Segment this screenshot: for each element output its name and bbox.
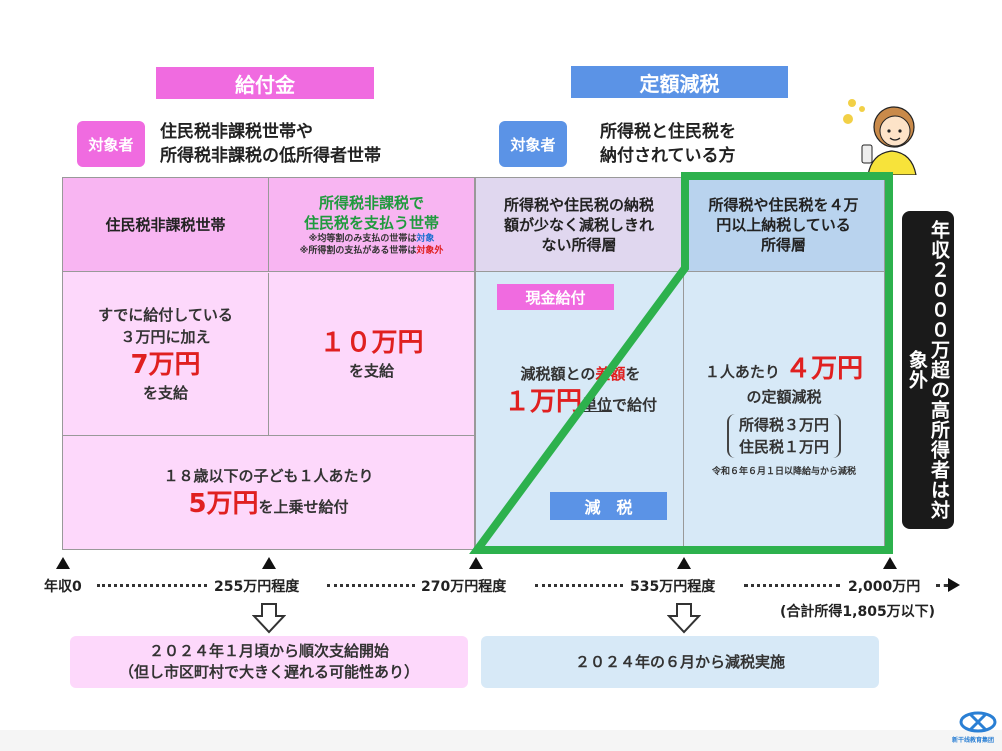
col2-note1-em: 対象 <box>416 233 435 244</box>
col3-header-line2: 額が少なく減税しきれ <box>503 215 654 234</box>
kyufukin-header-label: 給付金 <box>235 72 295 97</box>
axis-arrow-icon <box>948 578 960 592</box>
col2-header: 所得税非課税で 住民税を支払う世帯 ※均等割のみ支払の世帯は対象 ※所得割の支払… <box>269 178 474 272</box>
axis-label-2000: 2,000万円 <box>848 579 921 595</box>
logo-text: 新干线教育集团 <box>952 737 995 744</box>
axis-sub-2000: (合計所得1,805万以下) <box>780 604 936 620</box>
col3-body: 減税額との差額を １万円単位で給付 <box>478 356 683 426</box>
col4-detail2: 住民税１万円 <box>738 438 829 456</box>
child-bonus: １８歳以下の子ども１人あたり 5万円を上乗せ給付 <box>63 437 474 549</box>
col2-note1: ※均等割のみ支払の世帯は対象 <box>309 233 435 245</box>
col1-header: 住民税非課税世帯 <box>63 178 269 272</box>
col1-body-line3: を支給 <box>142 384 188 402</box>
col-divider <box>683 272 684 550</box>
col3-header: 所得税や住民税の納税 額が少なく減税しきれ ない所得層 <box>476 178 683 272</box>
teigaku-genzei-header: 定額減税 <box>571 66 788 98</box>
col4-body: １人あたり ４万円 の定額減税 所得税３万円 住民税１万円 令和６年６月１日以降… <box>684 352 884 492</box>
cash-benefit-label: 現金給付 <box>497 284 614 310</box>
left-target-badge: 対象者 <box>77 121 145 167</box>
child-amount: 5万円 <box>188 489 259 519</box>
col3-header-line3: ない所得層 <box>541 235 617 254</box>
tick-535 <box>677 557 691 569</box>
col1-body-line1: すでに給付している <box>98 306 233 324</box>
person-illustration <box>843 99 917 175</box>
down-arrow-left-icon <box>252 603 286 634</box>
col4-body-amount: ４万円 <box>785 354 864 384</box>
child-line1: １８歳以下の子ども１人あたり <box>163 467 374 485</box>
tick-270 <box>469 557 483 569</box>
genzei-schedule-box: ２０２４年の６月から減税実施 <box>481 636 879 688</box>
tick-255 <box>262 557 276 569</box>
col2-note2-em: 対象外 <box>416 245 444 256</box>
tick-0 <box>56 557 70 569</box>
cash-benefit-label-text: 現金給付 <box>525 288 586 307</box>
child-line2: 5万円を上乗せ給付 <box>188 487 348 521</box>
col4-body-line1: １人あたり ４万円 <box>705 352 863 386</box>
footer-band <box>0 730 1002 751</box>
kyufukin-schedule-line1: ２０２４年１月頃から順次支給開始 <box>148 642 389 660</box>
col3-body-amount: １万円 <box>503 387 582 417</box>
col3-body-line1-b: を <box>625 365 641 383</box>
col3-body-line2: １万円単位で給付 <box>504 385 657 419</box>
child-suffix: を上乗せ給付 <box>258 498 349 516</box>
right-target-badge: 対象者 <box>499 121 567 167</box>
col2-note1-prefix: ※均等割のみ支払の世帯は <box>308 233 417 244</box>
genzei-schedule-line1: ２０２４年の６月から減税実施 <box>574 653 785 671</box>
col1-body-line2: ３万円に加え <box>120 328 211 346</box>
axis-label-270: 270万円程度 <box>421 579 507 595</box>
col2-body-line2: を支給 <box>348 362 394 380</box>
col4-body-line2: の定額減税 <box>746 388 822 406</box>
right-target-text: 所得税と住民税を 納付されている方 <box>600 120 820 168</box>
high-income-excluded-label: 年収２０００万超の高所得者は対象外 <box>902 211 954 529</box>
col3-body-suffix: で給付 <box>612 396 658 414</box>
col2-body-amount: １０万円 <box>319 328 424 358</box>
col1-body: すでに給付している ３万円に加え 7万円 を支給 <box>63 273 269 436</box>
tick-2000 <box>883 557 897 569</box>
left-target-badge-label: 対象者 <box>88 135 134 154</box>
col4-detail1: 所得税３万円 <box>738 416 829 434</box>
right-target-line1: 所得税と住民税を <box>600 122 736 142</box>
axis-label-255: 255万円程度 <box>214 579 300 595</box>
axis-dots-2 <box>327 584 415 587</box>
kyufukin-schedule-line2: （但し市区町村で大きく遅れる可能性あり） <box>118 663 419 681</box>
col2-header-line2: 住民税を支払う世帯 <box>303 213 439 232</box>
axis-dots-3 <box>535 584 623 587</box>
col1-body-amount: 7万円 <box>130 350 201 380</box>
col3-header-line1: 所得税や住民税の納税 <box>503 195 654 214</box>
col1-header-label: 住民税非課税世帯 <box>105 215 226 234</box>
col2-header-line1: 所得税非課税で <box>318 193 424 212</box>
axis-dots-5 <box>936 584 948 587</box>
high-income-excluded-text: 年収２０００万超の高所得者は対象外 <box>906 220 950 520</box>
axis-dots-1 <box>97 584 207 587</box>
right-target-line2: 納付されている方 <box>600 146 736 166</box>
left-target-text: 住民税非課税世帯や 所得税非課税の低所得者世帯 <box>160 120 480 168</box>
down-arrow-right-icon <box>667 603 701 634</box>
col4-header: 所得税や住民税を４万 円以上納税している 所得層 <box>683 178 884 272</box>
col3-body-line1-a: 減税額との <box>520 365 596 383</box>
left-target-line2: 所得税非課税の低所得者世帯 <box>160 146 381 166</box>
left-target-line1: 住民税非課税世帯や <box>160 122 313 142</box>
logo-icon <box>959 711 997 733</box>
right-target-badge-label: 対象者 <box>510 135 556 154</box>
genzei-label: 減 税 <box>550 492 667 520</box>
axis-dots-4 <box>744 584 840 587</box>
col4-header-line2: 円以上納税している <box>716 215 851 234</box>
col2-note2: ※所得割の支払がある世帯は対象外 <box>300 245 444 257</box>
col4-note: 令和６年６月１日以降給与から減税 <box>711 467 856 477</box>
col4-detail-box: 所得税３万円 住民税１万円 <box>726 414 841 458</box>
axis-label-535: 535万円程度 <box>630 579 716 595</box>
genzei-label-text: 減 税 <box>584 498 633 517</box>
col4-header-line1: 所得税や住民税を４万 <box>708 195 859 214</box>
col4-header-line3: 所得層 <box>760 235 806 254</box>
kyufukin-schedule-box: ２０２４年１月頃から順次支給開始 （但し市区町村で大きく遅れる可能性あり） <box>70 636 468 688</box>
axis-label-0: 年収0 <box>44 579 82 595</box>
col4-body-prefix: １人あたり <box>704 363 780 381</box>
col2-body: １０万円 を支給 <box>269 273 474 436</box>
teigaku-genzei-header-label: 定額減税 <box>639 71 720 96</box>
kyufukin-header: 給付金 <box>156 67 374 99</box>
col2-note2-prefix: ※所得割の支払がある世帯は <box>299 245 417 256</box>
